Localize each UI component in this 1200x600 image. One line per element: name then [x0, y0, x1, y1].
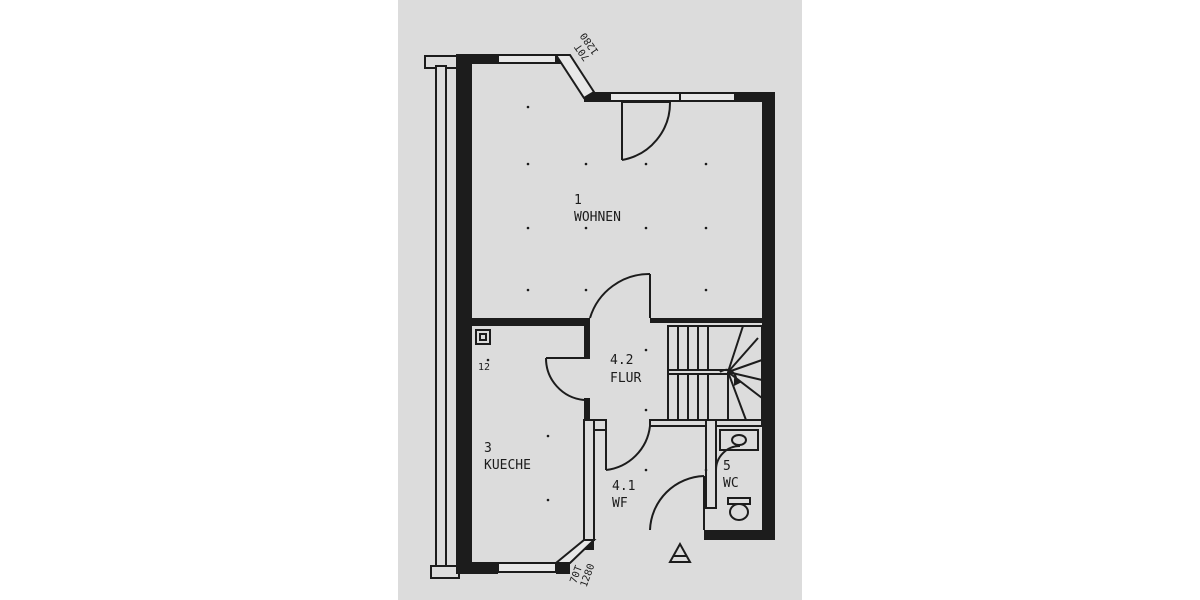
- window-top-left: [497, 54, 596, 100]
- floor-plan: 1 WOHNEN 3 KUECHE 4.2 FLUR 4.1 WF 5 WC 1…: [424, 30, 775, 589]
- room-number-wohnen: 1: [574, 193, 582, 208]
- door-wohnen-entry: [621, 101, 672, 161]
- chimney: [475, 329, 491, 345]
- door-wohnen-flur: [589, 272, 651, 319]
- room-name-flur: FLUR: [610, 371, 641, 386]
- window-tag-bottom: 70T 1280: [568, 562, 598, 588]
- room-name-kueche: KUECHE: [484, 458, 531, 473]
- wc-fixtures: [719, 429, 759, 521]
- window-tag-bottom-line2: 1280: [579, 562, 598, 588]
- room-name-wohnen: WOHNEN: [574, 210, 621, 225]
- door-kueche-flur: [544, 357, 590, 401]
- entry-marker: [668, 541, 692, 563]
- window-top-right: [609, 92, 736, 102]
- room-number-wc: 5: [723, 459, 731, 474]
- window-tag-top: 70T 1280: [573, 30, 601, 62]
- floor-plan-sheet: 1 WOHNEN 3 KUECHE 4.2 FLUR 4.1 WF 5 WC 1…: [398, 0, 802, 600]
- room-name-wc: WC: [723, 476, 739, 491]
- staircase: [667, 325, 763, 421]
- front-door: [649, 475, 705, 531]
- room-number-flur: 4.2: [610, 353, 633, 368]
- room-number-kueche: 3: [484, 441, 492, 456]
- room-name-wf: WF: [612, 496, 628, 511]
- terrace-strip: [424, 55, 460, 579]
- door-wc: [715, 445, 741, 471]
- chimney-label: 12: [478, 362, 490, 373]
- grid-dots: [486, 105, 772, 502]
- room-number-wf: 4.1: [612, 479, 635, 494]
- door-flur-wf: [605, 425, 651, 471]
